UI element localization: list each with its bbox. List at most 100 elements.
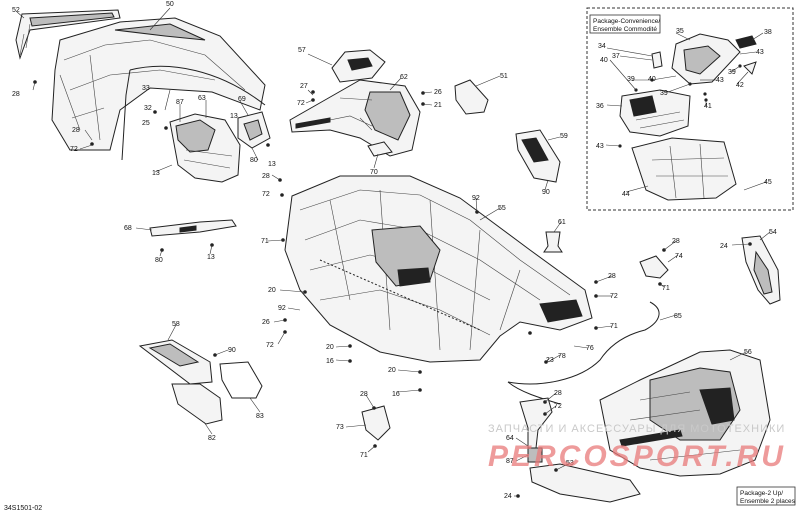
callout-76: 76 [586,345,594,352]
callout-78: 78 [558,353,566,360]
part-38-hinge [735,35,757,49]
callout-40: 40 [600,57,608,64]
callout-26: 26 [262,319,270,326]
part-37-latch [651,51,663,69]
callout-16: 16 [392,391,400,398]
part-87-seal-strip [121,65,266,161]
callout-20: 20 [388,367,396,374]
callout-28: 28 [554,390,562,397]
part-64-mount-bracket [519,397,553,463]
part-36-storage-frame [619,89,691,137]
callout-45: 45 [764,179,772,186]
callout-72: 72 [262,191,270,198]
callout-72: 72 [610,293,618,300]
callout-41: 41 [704,103,712,110]
callout-40: 40 [648,76,656,83]
callout-87: 87 [506,458,514,465]
callout-80: 80 [250,157,258,164]
callout-28: 28 [608,273,616,280]
callout-20: 20 [326,344,334,351]
part-57-console-cap [331,49,386,83]
callout-23: 23 [546,357,554,364]
callout-37: 37 [612,53,620,60]
leader-lines [16,7,771,497]
callout-72: 72 [554,403,562,410]
part-53-bottom-strip [529,463,641,503]
callout-51: 51 [500,73,508,80]
callout-71: 71 [610,323,618,330]
part-74-trim [639,255,669,279]
callout-13: 13 [268,161,276,168]
diagram-code: 34S1501-02 [4,505,42,512]
callout-24: 24 [504,493,512,500]
callout-39: 39 [660,90,668,97]
callout-80: 80 [155,257,163,264]
callout-72: 72 [266,342,274,349]
callout-64: 64 [506,435,514,442]
callout-90: 90 [542,189,550,196]
callout-69: 69 [238,96,246,103]
callout-83: 83 [256,413,264,420]
two-up-package-label-line1: Package-2 Up/ [740,490,783,497]
part-59-side-vent [515,129,561,183]
callout-72: 72 [70,146,78,153]
callout-70: 70 [370,169,378,176]
callout-32: 32 [144,105,152,112]
callout-39: 39 [728,69,736,76]
callout-21: 21 [434,102,442,109]
watermark-text-line2: PERCOSPORT.RU [488,440,786,473]
part-69-bracket [237,111,271,149]
two-up-package-label-line2: Ensemble 2 places [740,498,796,505]
callout-34: 34 [598,43,606,50]
callout-72: 72 [297,100,305,107]
callout-13: 13 [230,113,238,120]
part-52-side-panel [15,9,121,60]
part-50-top-deck-cover [51,17,266,151]
part-51-small-cover [454,79,489,115]
callout-68: 68 [124,225,132,232]
part-55-main-deck [284,175,593,363]
callout-73: 73 [336,424,344,431]
two-up-package-label-box [736,486,796,506]
callout-57: 57 [298,47,306,54]
callout-13: 13 [152,170,160,177]
callout-50: 50 [166,1,174,8]
convenience-package-label-line2: Ensemble Commodité [593,26,657,33]
callout-62: 62 [400,74,408,81]
callout-92: 92 [278,305,286,312]
callout-28: 28 [262,173,270,180]
part-44-storage-bin [631,137,737,201]
part-56-front-bumper [599,349,771,477]
callout-63: 63 [198,95,206,102]
part-63-glovebox-housing [169,113,241,183]
part-68-trim-strip [149,219,237,237]
part-42-clip [743,61,757,75]
callout-39: 39 [627,76,635,83]
callout-53: 53 [566,460,574,467]
callout-33: 33 [142,85,150,92]
callout-28: 28 [12,91,20,98]
callout-71: 71 [261,238,269,245]
callout-58: 58 [172,321,180,328]
callout-59: 59 [560,133,568,140]
part-61-clip [543,231,563,253]
part-85-cable [507,301,660,385]
callout-36: 36 [596,103,604,110]
callout-92: 92 [472,195,480,202]
callout-55: 55 [498,205,506,212]
callout-43: 43 [596,143,604,150]
callout-35: 35 [676,28,684,35]
watermark-text-line1: ЗАПЧАСТИ И АКСЕССУАРЫ ДЛЯ МОТОТЕХНИКИ [488,423,785,435]
convenience-package-label-line1: Package-Convenience/ [593,18,660,25]
callout-42: 42 [736,82,744,89]
callout-26: 26 [434,89,442,96]
callout-20: 20 [268,287,276,294]
callout-87: 87 [176,99,184,106]
callout-24: 24 [720,243,728,250]
convenience-package-label-box [589,14,661,34]
callout-27: 27 [300,83,308,90]
callout-74: 74 [675,253,683,260]
part-35-storage-lid [671,33,741,85]
callout-90: 90 [228,347,236,354]
